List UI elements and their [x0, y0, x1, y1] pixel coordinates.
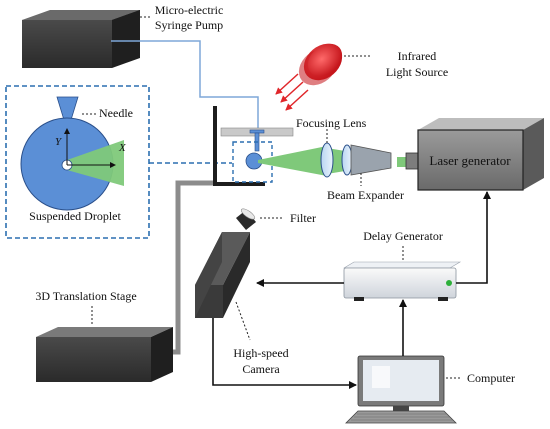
pump-label-line2: Syringe Pump: [155, 18, 223, 32]
translation-stage-label: 3D Translation Stage: [35, 289, 136, 303]
delay-status-light: [446, 280, 452, 286]
filter-label: Filter: [290, 211, 316, 225]
infrared-light-source: [298, 43, 343, 86]
laser-generator-label: Laser generator: [429, 153, 511, 168]
camera-leader: [235, 301, 251, 341]
laser-aperture: [405, 152, 419, 170]
beam-expander: [350, 144, 392, 176]
infrared-rays: [275, 73, 309, 111]
pump-tubing: [111, 40, 259, 130]
infrared-label-line2: Light Source: [386, 65, 448, 79]
camera-to-computer-wire: [212, 318, 357, 389]
axis-x-label: X: [118, 142, 127, 154]
focused-laser-beam: [258, 146, 327, 176]
computer-label: Computer: [467, 371, 515, 385]
focusing-lens-label: Focusing Lens: [296, 116, 367, 130]
camera-label-line2: Camera: [242, 362, 280, 376]
inset-laser-beam: [67, 140, 124, 186]
beam-expander-lens: [341, 144, 353, 176]
laser-generator-box: [417, 118, 544, 191]
mounting-stand: [213, 106, 294, 186]
axis-y-label: Y: [55, 136, 63, 148]
delay-generator-box: [342, 261, 462, 301]
filter: [236, 208, 256, 230]
camera-label-line1: High-speed: [233, 346, 288, 360]
syringe-pump-box: [22, 10, 140, 68]
beam-expander-label: Beam Expander: [327, 188, 404, 202]
stand-needle: [249, 129, 265, 152]
needle-label: Needle: [99, 106, 133, 120]
infrared-label-line1: Infrared: [398, 49, 437, 63]
suspended-droplet-label: Suspended Droplet: [29, 209, 121, 223]
stage-arm: [173, 180, 213, 355]
droplet-inset-frame: [5, 85, 150, 239]
focusing-lens: [320, 142, 334, 178]
delay-to-laser-wire: [456, 191, 491, 284]
translation-stage-box: [36, 327, 173, 382]
delay-generator-label: Delay Generator: [363, 229, 443, 243]
pump-label-line1: Micro-electric: [155, 3, 224, 17]
high-speed-camera: [195, 232, 250, 318]
computer: [345, 355, 457, 424]
